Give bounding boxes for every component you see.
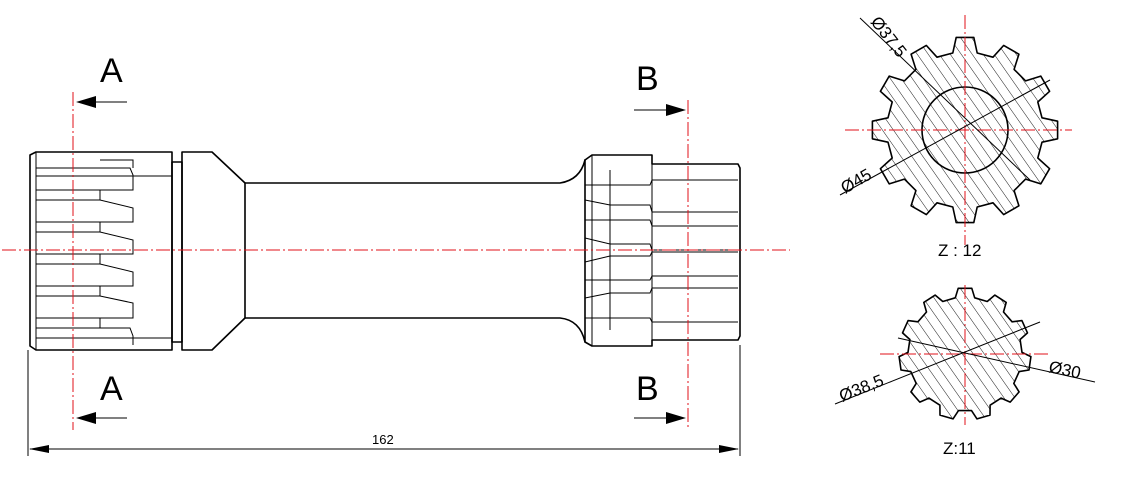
gear-a-outer-leader bbox=[839, 79, 1051, 196]
section-a-arrow-bottom bbox=[76, 412, 127, 424]
gear-b-inner-leader bbox=[897, 337, 1096, 383]
collar-ring bbox=[171, 161, 183, 343]
gear-section-a bbox=[839, 15, 1072, 245]
left-spline-teeth bbox=[36, 159, 172, 345]
gear-a-bore-leader bbox=[859, 17, 1031, 181]
gear-a-inner-diameter: Ø37,5 bbox=[867, 13, 910, 61]
section-b-label-bottom: B bbox=[636, 370, 659, 408]
overall-length-dimension bbox=[27, 345, 741, 456]
gear-b-outer-leader bbox=[834, 321, 1041, 405]
flange bbox=[181, 151, 246, 351]
shaft-body bbox=[244, 159, 586, 343]
gear-b-inner-diameter: Ø30 bbox=[1047, 357, 1082, 382]
gear-b-teeth-count: Z:11 bbox=[943, 439, 976, 458]
overall-length-value: 162 bbox=[372, 432, 394, 447]
section-b-arrow-bottom bbox=[634, 412, 686, 424]
gear-b-outer-diameter: Ø38,5 bbox=[836, 371, 886, 406]
left-spline-hub bbox=[29, 151, 173, 351]
gear-section-b bbox=[834, 285, 1096, 425]
section-a-label-bottom: A bbox=[100, 370, 123, 408]
shaft-side-view bbox=[29, 151, 741, 351]
section-b-arrow-top bbox=[634, 104, 686, 116]
section-b-label-top: B bbox=[636, 60, 659, 98]
gear-a-outer-diameter: Ø45 bbox=[838, 165, 875, 198]
gear-a-teeth-count: Z : 12 bbox=[938, 241, 981, 260]
section-a-label-top: A bbox=[100, 52, 123, 90]
section-a-arrow-top bbox=[76, 96, 127, 108]
